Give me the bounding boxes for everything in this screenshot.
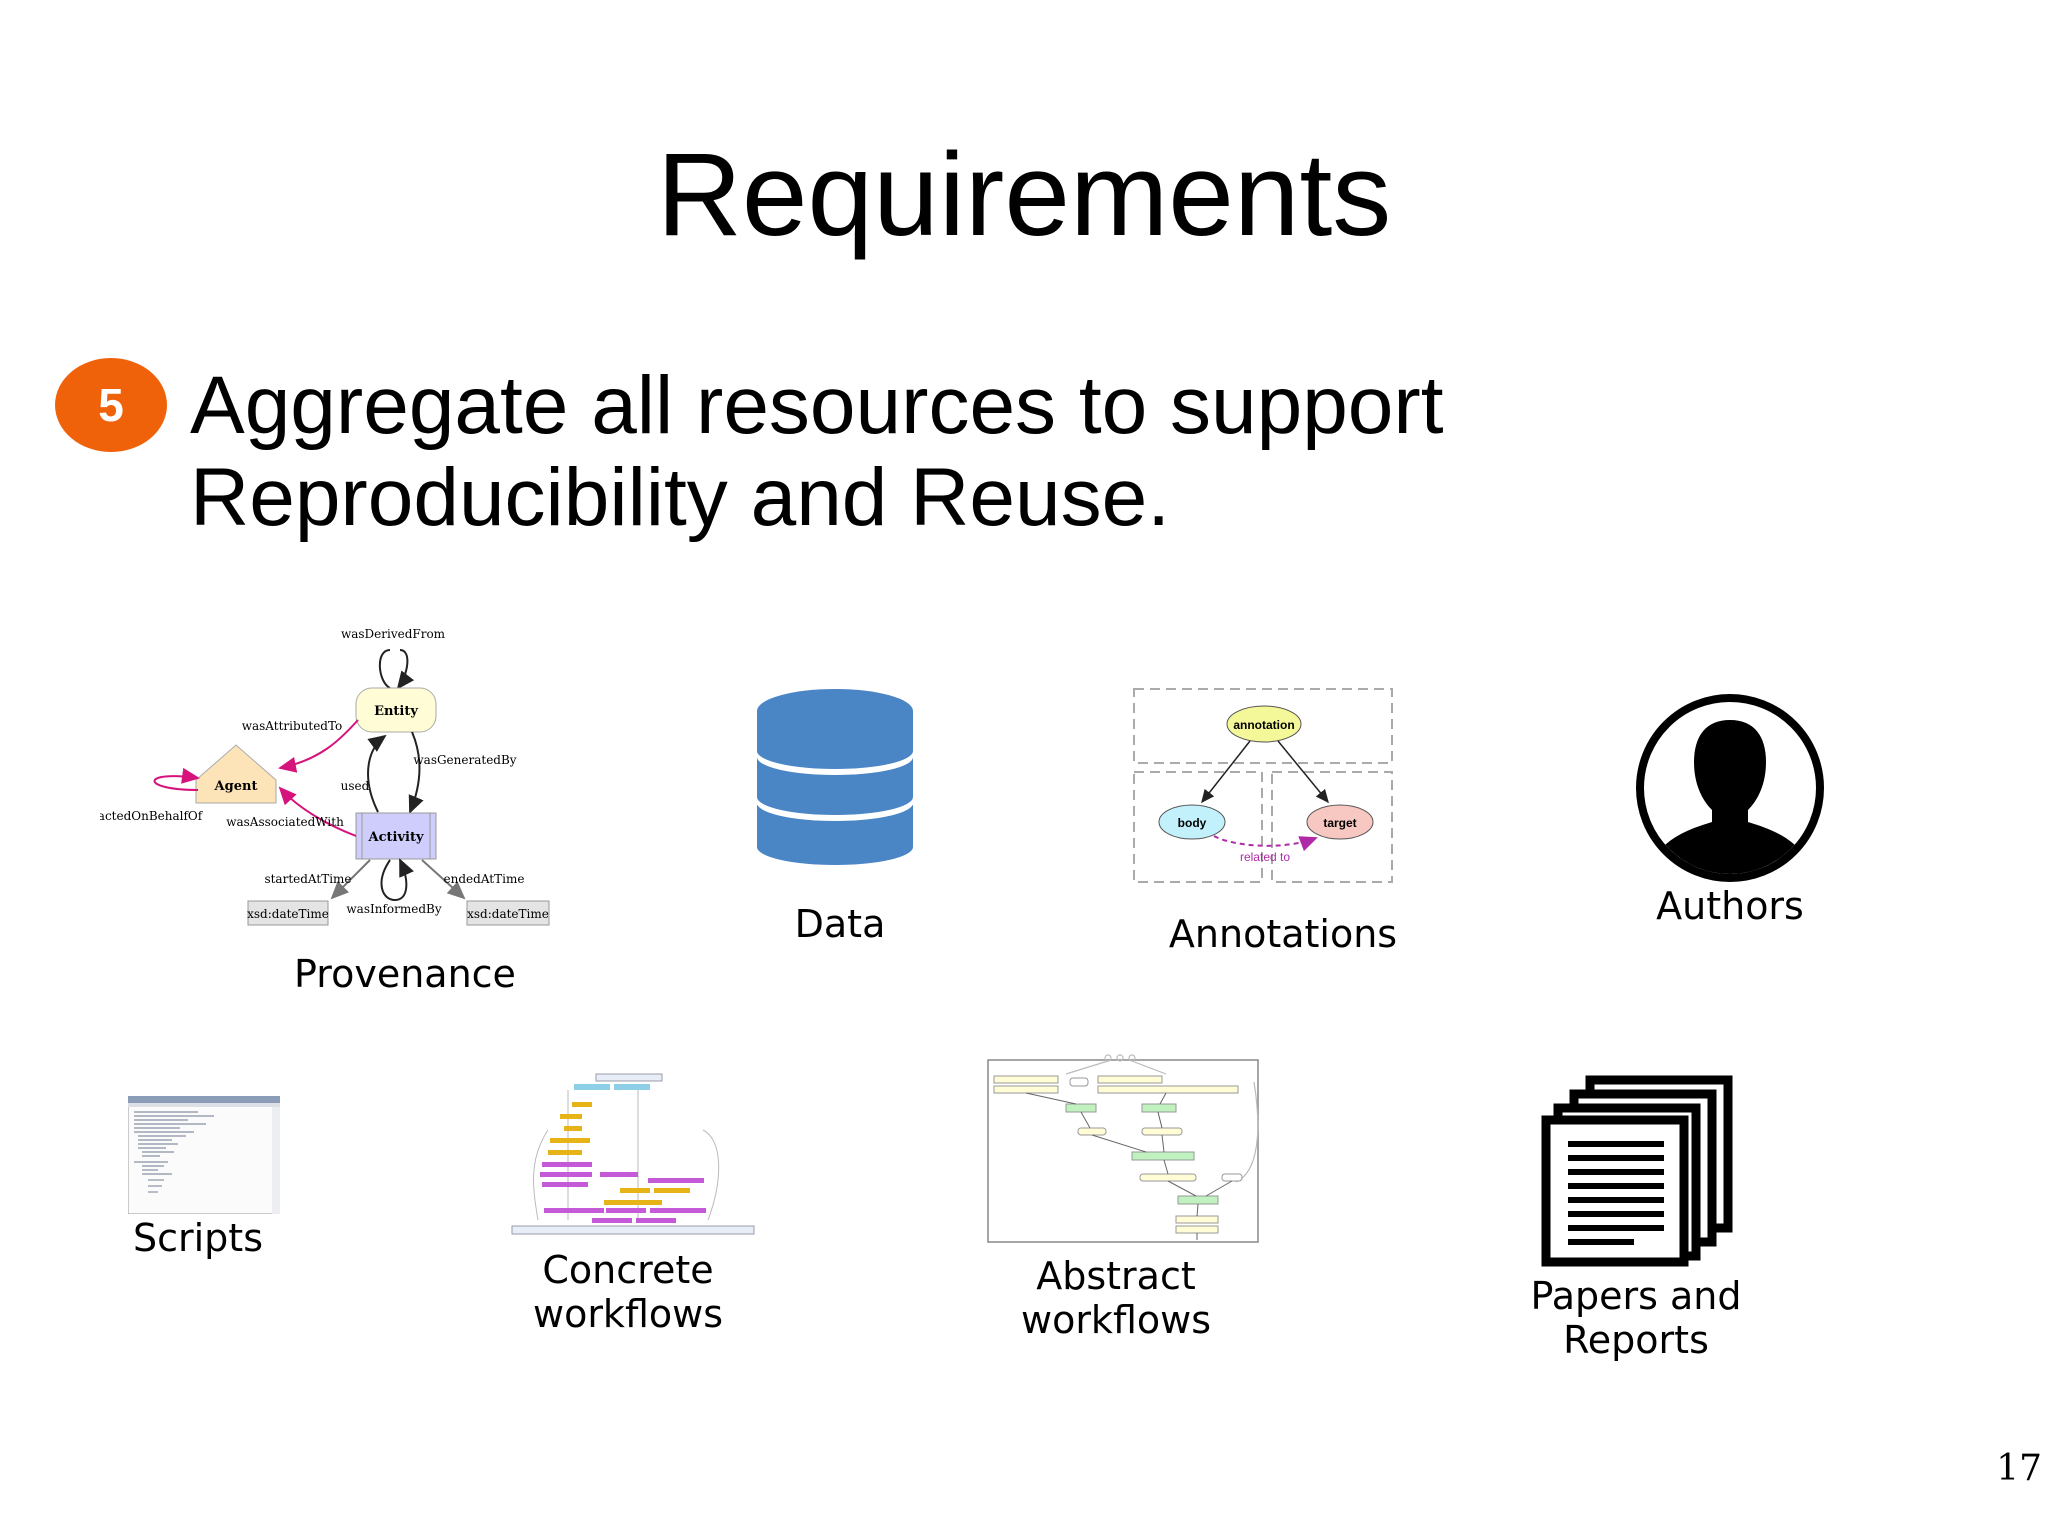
requirement-number-badge: 5 (55, 358, 167, 452)
activity-node-label: Activity (368, 830, 424, 845)
concrete-workflow-thumbnail (511, 1073, 755, 1235)
annotation-diagram: annotation body target related to (1133, 688, 1393, 883)
requirement-text-line-1: Aggregate all resources to support (190, 360, 1444, 451)
target-node-label: target (1323, 816, 1356, 830)
database-icon (757, 689, 913, 865)
was-derived-from-label: wasDerivedFrom (341, 627, 446, 641)
data-caption: Data (794, 902, 886, 946)
was-informed-by-label: wasInformedBy (346, 902, 441, 916)
was-informed-by-loop (380, 858, 414, 902)
datetime-left-node (247, 900, 329, 926)
target-node (1306, 804, 1374, 840)
concrete-workflows-caption-line-2: workflows (532, 1292, 724, 1336)
used-label: used (341, 779, 370, 793)
slide-title: Requirements (656, 129, 1392, 261)
started-at-time-label: startedAtTime (264, 872, 351, 886)
activity-node (355, 812, 437, 860)
scripts-caption: Scripts (132, 1216, 263, 1260)
person-icon (1636, 694, 1824, 882)
agent-node (195, 744, 277, 804)
scripts-thumbnail (128, 1096, 280, 1214)
papers-reports-caption-line-1: Papers and (1530, 1274, 1742, 1318)
abstract-workflows-caption-line-2: workflows (1020, 1298, 1212, 1342)
datetime-right-node (466, 900, 550, 926)
was-generated-by-arrow (408, 731, 424, 814)
body-node-label: body (1178, 816, 1207, 830)
papers-reports-caption-line-2: Reports (1563, 1318, 1709, 1362)
abstract-workflow-thumbnail (987, 1054, 1259, 1243)
datetime-right-label: xsd:dateTime (467, 907, 549, 921)
abstract-workflows-caption-line-1: Abstract (1036, 1254, 1196, 1298)
agent-node-label: Agent (214, 779, 258, 794)
annotations-caption: Annotations (1168, 912, 1398, 956)
requirement-text-line-2: Reproducibility and Reuse. (190, 452, 1170, 543)
page-number: 17 (1996, 1448, 2042, 1489)
authors-caption: Authors (1656, 884, 1804, 928)
was-generated-by-label: wasGeneratedBy (413, 753, 516, 767)
related-to-label: related to (1240, 850, 1290, 864)
was-attributed-to-arrow (278, 719, 359, 773)
annotation-node-label: annotation (1233, 718, 1294, 732)
acted-on-behalf-of-loop (153, 767, 200, 791)
was-derived-from-loop (380, 649, 408, 688)
annotation-node (1226, 705, 1302, 743)
used-arrow (367, 734, 387, 813)
started-at-time-arrow (330, 859, 371, 900)
was-attributed-to-label: wasAttributedTo (242, 719, 343, 733)
concrete-workflows-caption-line-1: Concrete (542, 1248, 714, 1292)
acted-on-behalf-of-label: actedOnBehalfOf (100, 809, 204, 823)
provenance-caption: Provenance (294, 952, 516, 996)
datetime-left-label: xsd:dateTime (247, 907, 329, 921)
provenance-diagram: wasDerivedFrom Entity wasAttributedTo Ag… (100, 627, 550, 926)
ended-at-time-label: endedAtTime (444, 872, 525, 886)
ended-at-time-arrow (421, 859, 466, 900)
entity-node-label: Entity (374, 704, 418, 719)
was-associated-with-label: wasAssociatedWith (226, 815, 344, 829)
was-associated-with-arrow (278, 786, 357, 837)
body-node (1158, 804, 1226, 840)
entity-node (355, 687, 437, 733)
documents-icon (1541, 1075, 1733, 1267)
